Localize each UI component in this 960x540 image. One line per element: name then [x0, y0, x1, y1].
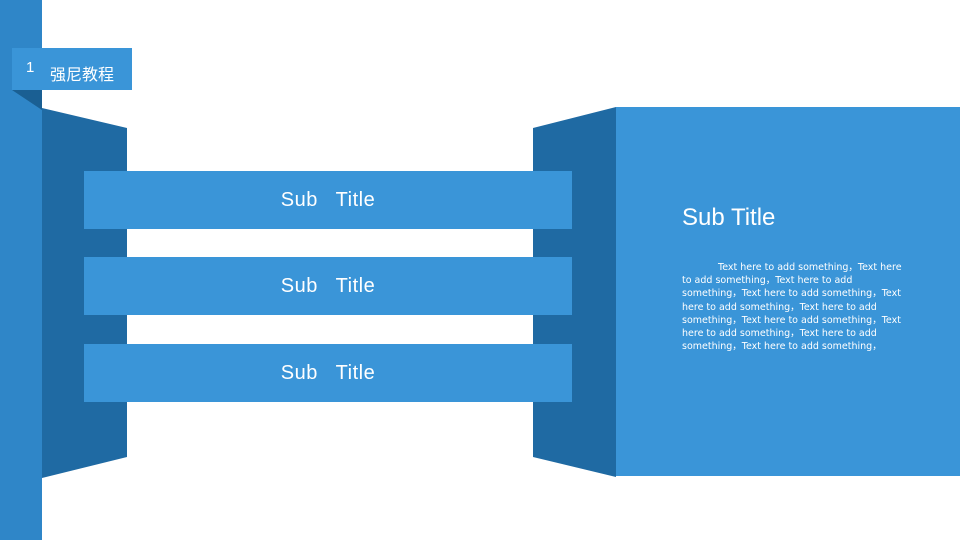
sub-title-bar-2: Sub Title — [84, 257, 572, 315]
tag-fold-shadow — [12, 90, 42, 110]
panel-title: Sub Title — [682, 204, 776, 231]
section-tag: 1 强尼教程 — [12, 48, 132, 90]
section-number: 1 — [26, 59, 35, 76]
section-label: 强尼教程 — [50, 65, 115, 84]
sub-title-bar-1: Sub Title — [84, 171, 572, 229]
sub-title-bar-3: Sub Title — [84, 344, 572, 402]
panel-body-text: Text here to add something，Text here to … — [682, 262, 902, 353]
content-panel — [616, 107, 960, 476]
